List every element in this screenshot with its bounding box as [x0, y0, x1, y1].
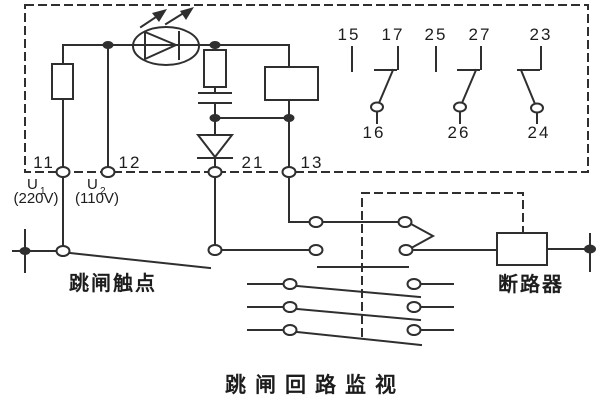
terminal-11-label: 11 [33, 153, 55, 172]
terminal-12-label: 12 [119, 153, 142, 172]
switch-blade [295, 330, 423, 347]
contact-circle [308, 244, 324, 256]
u1-subscript: 1 [40, 186, 46, 197]
contact-circle [530, 102, 544, 114]
diode-triangle [195, 134, 235, 159]
terminal-17-label: 17 [382, 25, 405, 44]
aux-contact-rows [247, 278, 454, 347]
mechanical-linkage-dashed [361, 192, 524, 337]
output-contact-group [351, 46, 544, 124]
led-circle [132, 26, 200, 66]
u1-label: U 1 (220V) [13, 176, 58, 207]
breaker-label: 断路器 [498, 272, 564, 296]
contact-circle [282, 278, 298, 290]
changeover-blade [409, 222, 436, 249]
u2-voltage: (110V) [75, 190, 119, 207]
switch-blade [68, 251, 212, 270]
led-anode-triangle [144, 30, 179, 61]
trip-contact-label: 跳闸触点 [69, 271, 157, 295]
led-light-arrow-icon [139, 9, 167, 29]
diode [195, 134, 235, 159]
contact-circle [282, 301, 298, 313]
contact-circle [406, 301, 422, 313]
terminal-13-label: 13 [301, 153, 324, 172]
resistor-r1 [51, 63, 74, 100]
breaker-coil-box [496, 232, 548, 266]
aux-contact-row [247, 324, 454, 347]
contact-circle [282, 324, 298, 336]
terminal-11-circle [55, 166, 71, 178]
contact-circle [406, 278, 422, 290]
branch-terminal-11 [51, 44, 74, 168]
u2-label: U 2 (110V) [75, 176, 119, 207]
breaker-coil [496, 232, 596, 272]
contact-circle [453, 101, 467, 113]
terminal-13-circle [281, 166, 297, 178]
arrow-head [152, 9, 167, 22]
monitor-device-dashed-box [24, 4, 589, 173]
monitor-relay-box [264, 66, 319, 101]
terminal-27-label: 27 [469, 25, 492, 44]
arrow-tail [139, 15, 158, 29]
contact-circle [397, 216, 413, 228]
switch-blade [460, 68, 478, 105]
contact-circle [398, 244, 414, 256]
capacitor [198, 92, 232, 104]
contact-circle [308, 216, 324, 228]
contact-27-26 [453, 46, 482, 124]
contact-circle [406, 324, 422, 336]
terminal-26-label: 26 [448, 123, 471, 142]
branch-terminal-12 [102, 41, 114, 168]
contact-23-24 [517, 46, 544, 124]
terminal-24-label: 24 [528, 123, 551, 142]
terminal-25-label: 25 [425, 25, 448, 44]
u2-name: U [87, 176, 98, 193]
contact-circle [207, 244, 223, 256]
switch-blade [519, 68, 537, 106]
switch-blade [295, 284, 422, 299]
branch-terminal-21 [195, 41, 235, 168]
led-indicator [132, 7, 200, 66]
u1-name: U [27, 176, 38, 193]
contact-circle [370, 101, 384, 113]
aux-contact-row [247, 301, 454, 322]
arrow-tail [164, 12, 184, 26]
terminal-12-circle [100, 166, 116, 178]
hinge-circle [55, 245, 71, 257]
terminal-21-circle [207, 166, 223, 178]
aux-contact-row [247, 278, 454, 299]
contact-17-16 [370, 46, 399, 124]
led-light-arrow-icon [164, 7, 194, 26]
terminal-23-label: 23 [530, 25, 553, 44]
breaker-aux-switch [207, 176, 498, 268]
switch-blade [377, 68, 395, 105]
u1-voltage: (220V) [13, 190, 58, 207]
trip-contact-switch [12, 176, 212, 273]
diagram-title: 跳闸回路监视 [225, 373, 405, 397]
u2-subscript: 2 [100, 186, 106, 197]
terminal-21-label: 21 [242, 153, 265, 172]
branch-terminal-13 [214, 44, 319, 168]
switch-blade [295, 307, 422, 322]
resistor-r2 [203, 49, 227, 88]
arrow-head [180, 7, 194, 20]
terminal-15-label: 15 [338, 25, 361, 44]
terminal-16-label: 16 [363, 123, 386, 142]
